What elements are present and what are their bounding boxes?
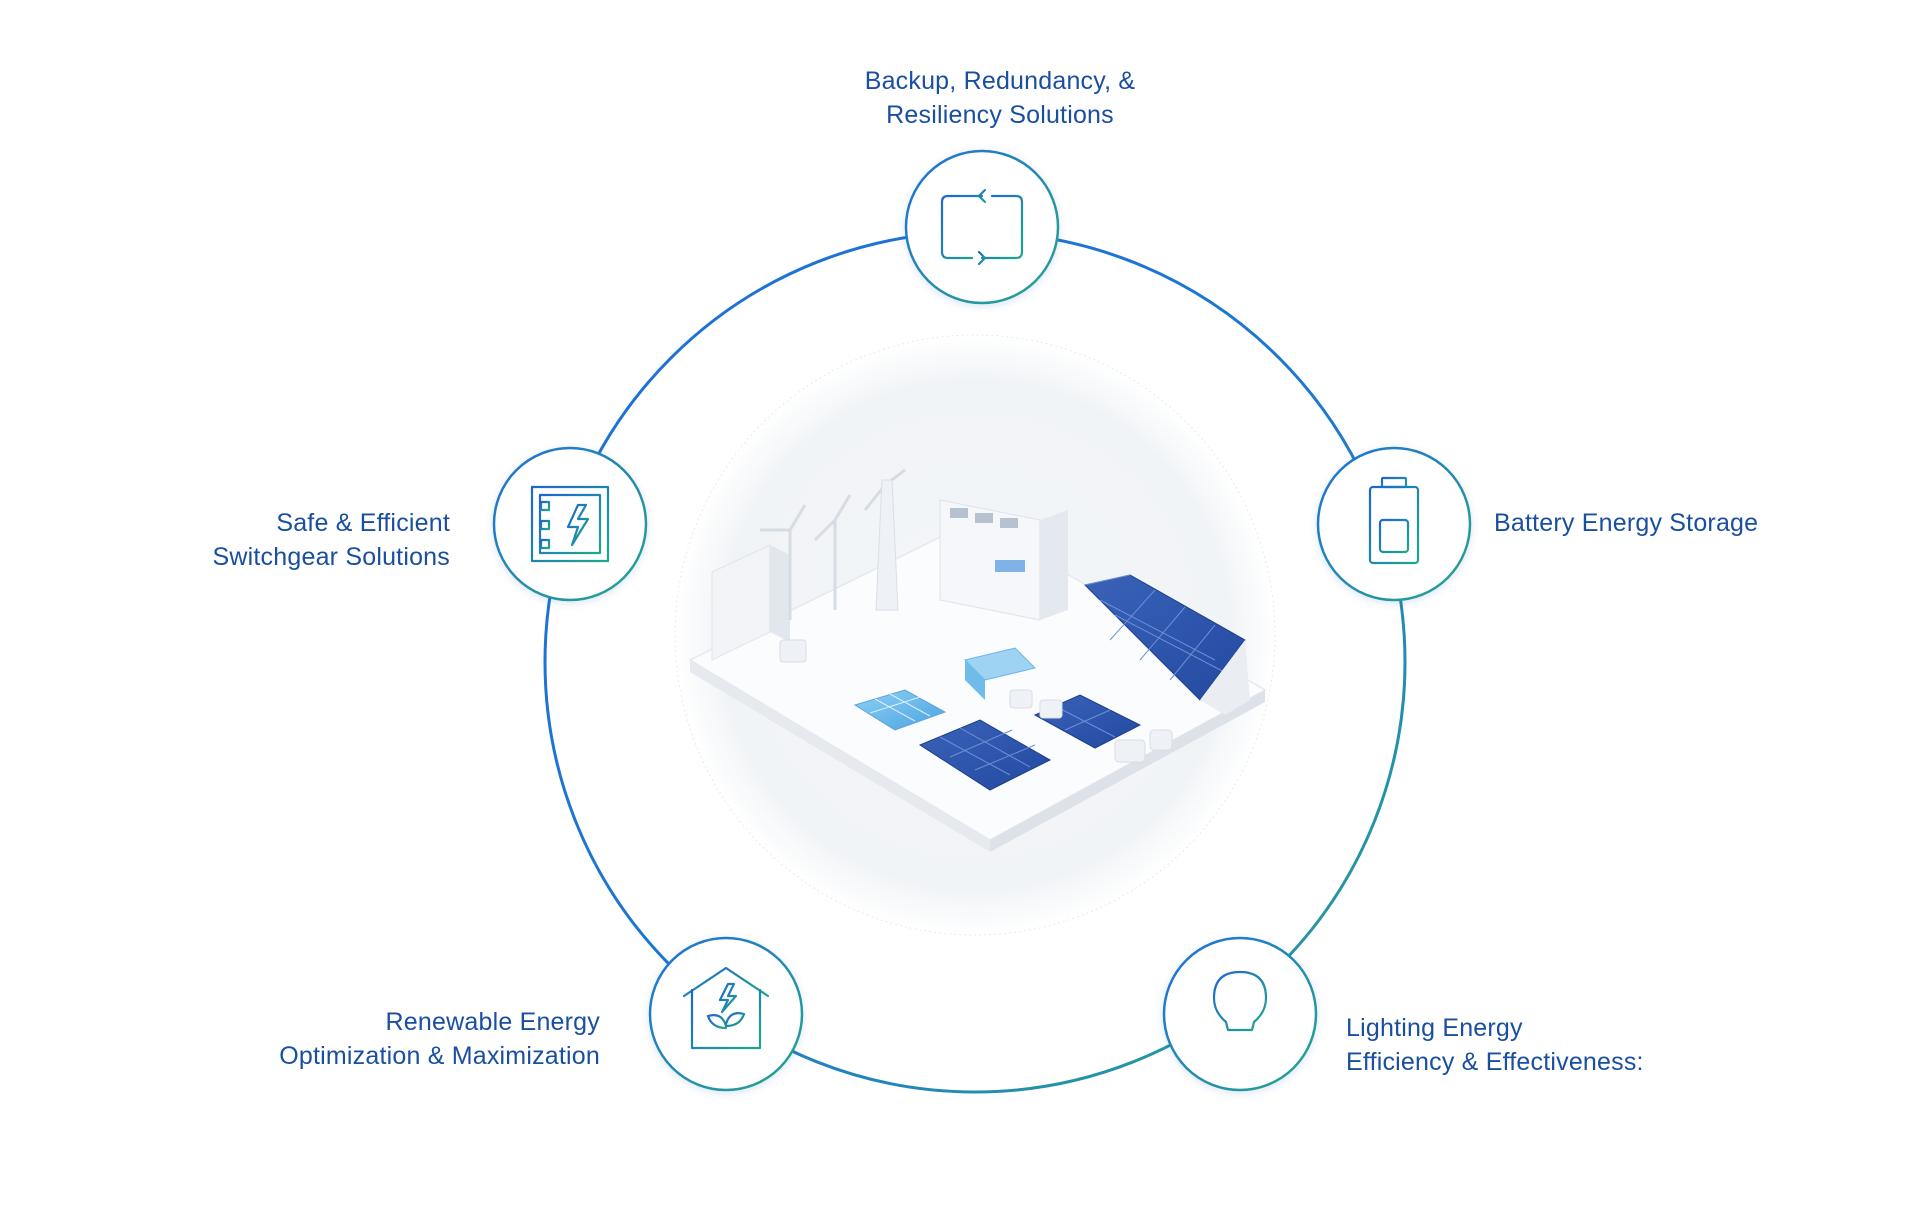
battery-icon — [1368, 476, 1420, 565]
label-backup-line-1: Backup, Redundancy, & — [864, 67, 1136, 95]
label-switchgear-line-2: Switchgear Solutions — [212, 543, 450, 571]
label-switchgear-line-1: Safe & Efficient — [276, 509, 450, 537]
label-renewable-line-1: Renewable Energy — [385, 1008, 600, 1036]
switchgear-cabinet-icon — [530, 485, 610, 563]
node-renewable[interactable] — [648, 936, 804, 1092]
green-house-energy-icon — [682, 966, 770, 1050]
label-battery: Battery Energy Storage — [1494, 506, 1854, 540]
label-lighting-line-2: Efficiency & Effectiveness: — [1346, 1048, 1644, 1076]
energy-facility-illustration — [674, 334, 1276, 936]
light-bulb-icon — [1212, 970, 1268, 1050]
label-lighting-line-1: Lighting Energy — [1346, 1014, 1523, 1042]
label-renewable: Renewable Energy Optimization & Maximiza… — [200, 1005, 600, 1073]
label-renewable-line-2: Optimization & Maximization — [279, 1042, 600, 1070]
label-backup-line-2: Resiliency Solutions — [886, 101, 1114, 129]
sync-arrows-icon — [940, 188, 1024, 266]
node-lighting[interactable] — [1162, 936, 1318, 1092]
node-battery[interactable] — [1316, 446, 1472, 602]
node-backup[interactable] — [904, 149, 1060, 305]
label-backup: Backup, Redundancy, & Resiliency Solutio… — [790, 64, 1210, 132]
label-switchgear: Safe & Efficient Switchgear Solutions — [150, 506, 450, 574]
label-lighting: Lighting Energy Efficiency & Effectivene… — [1346, 1011, 1726, 1079]
label-battery-line-1: Battery Energy Storage — [1494, 509, 1759, 537]
